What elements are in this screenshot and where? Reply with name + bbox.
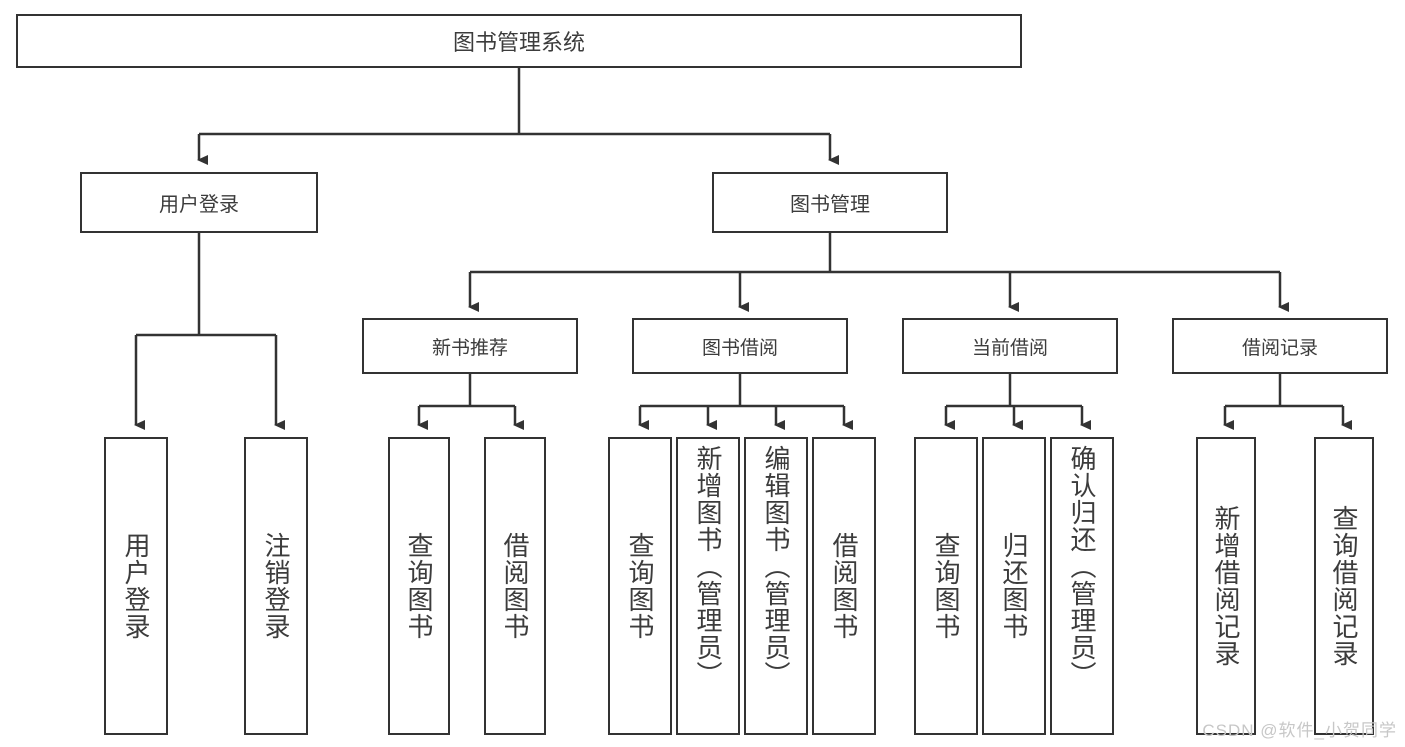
leaf-label: 编辑图书（管理员） — [761, 445, 792, 688]
leaf-label: 注销登录 — [261, 532, 292, 640]
leaf-label: 查询图书 — [625, 532, 656, 640]
leaf-current-query-book[interactable]: 查询图书 — [914, 437, 978, 735]
leaf-label: 用户登录 — [121, 532, 152, 640]
leaf-label: 确认归还（管理员） — [1067, 445, 1098, 688]
node-current-borrow[interactable]: 当前借阅 — [902, 318, 1118, 374]
node-label: 借阅记录 — [1241, 337, 1318, 359]
leaf-borrow-add-book-admin[interactable]: 新增图书（管理员） — [676, 437, 740, 735]
node-label: 图书借阅 — [701, 337, 778, 359]
leaf-label: 新增借阅记录 — [1211, 505, 1242, 667]
node-book-borrow[interactable]: 图书借阅 — [632, 318, 848, 374]
node-new-book-recommend[interactable]: 新书推荐 — [362, 318, 578, 374]
leaf-borrow-edit-book-admin[interactable]: 编辑图书（管理员） — [744, 437, 808, 735]
leaf-borrow-borrow-book[interactable]: 借阅图书 — [812, 437, 876, 735]
node-label: 用户登录 — [159, 194, 239, 216]
leaf-record-query-record[interactable]: 查询借阅记录 — [1314, 437, 1374, 735]
node-root-system[interactable]: 图书管理系统 — [16, 14, 1022, 68]
leaf-record-add-record[interactable]: 新增借阅记录 — [1196, 437, 1256, 735]
leaf-current-confirm-return-admin[interactable]: 确认归还（管理员） — [1050, 437, 1114, 735]
leaf-label: 归还图书 — [999, 532, 1030, 640]
node-book-management[interactable]: 图书管理 — [712, 172, 948, 233]
leaf-label: 借阅图书 — [500, 532, 531, 640]
leaf-recommend-borrow-book[interactable]: 借阅图书 — [484, 437, 546, 735]
node-label: 图书管理 — [790, 194, 870, 216]
leaf-label: 查询图书 — [404, 532, 435, 640]
node-label: 图书管理系统 — [452, 30, 585, 55]
leaf-label: 查询借阅记录 — [1329, 505, 1360, 667]
node-label: 新书推荐 — [431, 337, 508, 359]
leaf-borrow-query-book[interactable]: 查询图书 — [608, 437, 672, 735]
leaf-label: 查询图书 — [931, 532, 962, 640]
leaf-current-return-book[interactable]: 归还图书 — [982, 437, 1046, 735]
leaf-user-login-signin[interactable]: 用户登录 — [104, 437, 168, 735]
leaf-label: 新增图书（管理员） — [693, 445, 724, 688]
leaf-user-login-signout[interactable]: 注销登录 — [244, 437, 308, 735]
node-user-login[interactable]: 用户登录 — [80, 172, 318, 233]
leaf-recommend-query-book[interactable]: 查询图书 — [388, 437, 450, 735]
watermark: CSDN @软件_小贺同学 — [1202, 721, 1397, 740]
node-label: 当前借阅 — [971, 337, 1048, 359]
node-borrow-record[interactable]: 借阅记录 — [1172, 318, 1388, 374]
leaf-label: 借阅图书 — [829, 532, 860, 640]
